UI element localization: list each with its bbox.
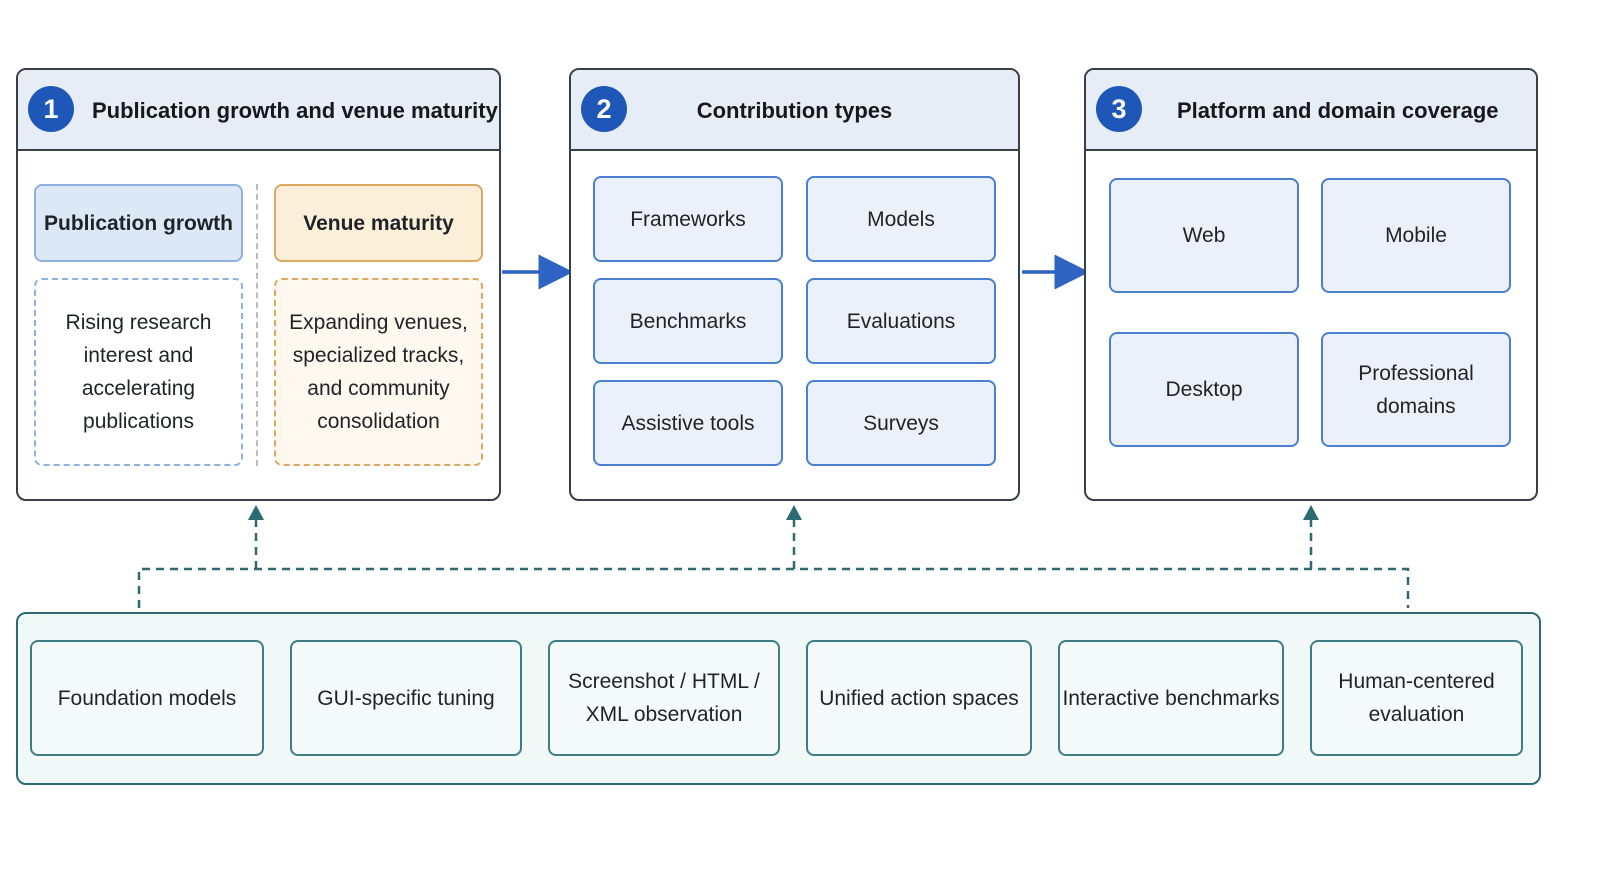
column-divider xyxy=(256,184,258,466)
panel-title: Publication growth and venue maturity xyxy=(92,97,498,123)
panel-header: 2 Contribution types xyxy=(571,70,1018,151)
interactive-benchmarks: Interactive benchmarks xyxy=(1058,640,1284,756)
box-line: Screenshot / HTML / xyxy=(568,670,760,693)
contribution-evaluations: Evaluations xyxy=(806,278,996,364)
platform-professional-domains: Professional domains xyxy=(1321,332,1511,447)
panel-title: Platform and domain coverage xyxy=(1177,97,1499,123)
contribution-benchmarks: Benchmarks xyxy=(593,278,783,364)
step-number-badge: 3 xyxy=(1096,86,1142,132)
foundation-models: Foundation models xyxy=(30,640,264,756)
desc-line: consolidation xyxy=(317,410,440,433)
foundation-connectors xyxy=(137,518,1410,608)
panel-title: Contribution types xyxy=(696,97,893,123)
contribution-surveys: Surveys xyxy=(806,380,996,466)
box-line: evaluation xyxy=(1368,703,1465,726)
foundation-arrowheads xyxy=(248,505,1319,520)
unified-action-spaces: Unified action spaces xyxy=(806,640,1032,756)
desc-line: accelerating xyxy=(81,377,196,400)
step-number-badge: 2 xyxy=(581,86,627,132)
human-centered-evaluation: Human-centered evaluation xyxy=(1310,640,1523,756)
platform-desktop: Desktop xyxy=(1109,332,1299,447)
venue-maturity-heading: Venue maturity xyxy=(274,184,483,262)
desc-line: Rising research xyxy=(65,311,212,334)
box-line: domains xyxy=(1376,394,1456,418)
observation-modalities: Screenshot / HTML / XML observation xyxy=(548,640,780,756)
platform-mobile: Mobile xyxy=(1321,178,1511,293)
desc-line: specialized tracks, xyxy=(292,344,465,367)
venue-maturity-description: Expanding venues, specialized tracks, an… xyxy=(274,278,483,466)
panel-header: 3 Platform and domain coverage xyxy=(1086,70,1536,151)
gui-specific-tuning: GUI-specific tuning xyxy=(290,640,522,756)
desc-line: interest and xyxy=(83,344,194,367)
box-line: Professional xyxy=(1358,361,1474,385)
desc-line: Expanding venues, xyxy=(289,311,468,334)
step-number-badge: 1 xyxy=(28,86,74,132)
desc-line: publications xyxy=(83,410,194,433)
publication-growth-description: Rising research interest and acceleratin… xyxy=(34,278,243,466)
contribution-assistive-tools: Assistive tools xyxy=(593,380,783,466)
contribution-frameworks: Frameworks xyxy=(593,176,783,262)
box-line: XML observation xyxy=(585,703,743,726)
platform-web: Web xyxy=(1109,178,1299,293)
panel-header: 1 Publication growth and venue maturity xyxy=(18,70,499,151)
box-line: Human-centered xyxy=(1338,670,1495,693)
desc-line: and community xyxy=(307,377,450,400)
publication-growth-heading: Publication growth xyxy=(34,184,243,262)
contribution-models: Models xyxy=(806,176,996,262)
